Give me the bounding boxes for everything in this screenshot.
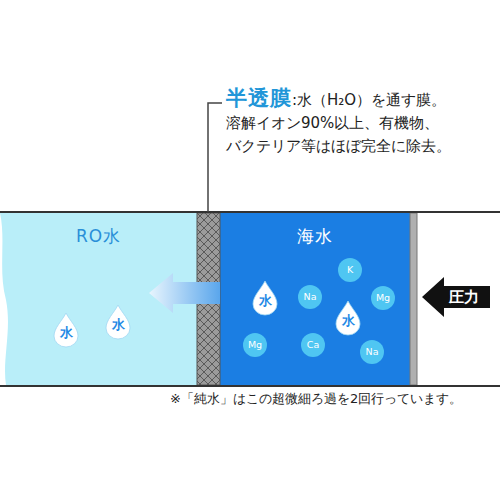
pipe-wall <box>0 385 500 387</box>
ion-circle: K <box>338 258 362 282</box>
ion-circle: Na <box>360 340 384 364</box>
ion-symbol: K <box>347 265 353 275</box>
ro-water-region: RO水水水 <box>0 213 197 385</box>
note-text: ※「純水」はこの超微細ろ過を2回行っています。 <box>170 390 462 408</box>
water-label: 水 <box>259 294 272 307</box>
water-label: 水 <box>112 318 125 331</box>
cut-edge <box>0 213 8 385</box>
piston-plate <box>410 213 417 385</box>
region-title: RO水 <box>76 225 121 248</box>
callout-text: :水（H₂O）を通す膜。 <box>292 91 446 110</box>
ion-symbol: Ca <box>307 340 319 350</box>
water-droplet: 水 <box>52 312 80 348</box>
label-row: 溶解イオン90%以上、有機物、 <box>226 114 439 133</box>
seawater-region: 海水水KNaMg水MgCaNa <box>220 213 410 385</box>
water-label: 水 <box>342 314 355 327</box>
leader-line <box>208 103 222 212</box>
ion-circle: Mg <box>371 286 395 310</box>
ion-circle: Ca <box>301 333 325 357</box>
region-fill <box>220 213 410 385</box>
label-row: バクテリア等はほぼ完全に除去。 <box>226 137 451 156</box>
region-title: 海水 <box>297 225 333 248</box>
callout-text: 溶解イオン90%以上、有機物、 <box>226 114 439 133</box>
water-droplet: 水 <box>104 304 132 340</box>
label-row: 半透膜:水（H₂O）を通す膜。 <box>226 84 446 112</box>
pipe-wall <box>0 211 500 213</box>
ion-circle: Mg <box>243 333 267 357</box>
callout-title: 半透膜 <box>226 84 292 112</box>
ion-symbol: Mg <box>376 293 390 303</box>
pressure-label: 圧力 <box>449 290 479 305</box>
flow-arrow <box>149 273 220 313</box>
pressure-arrow: 圧力 <box>422 277 490 317</box>
ion-circle: Na <box>298 285 322 309</box>
water-droplet: 水 <box>251 280 279 316</box>
water-label: 水 <box>60 326 73 339</box>
ion-symbol: Mg <box>248 340 262 350</box>
ion-symbol: Na <box>366 347 379 357</box>
ion-symbol: Na <box>304 292 317 302</box>
callout-text: バクテリア等はほぼ完全に除去。 <box>226 137 451 156</box>
water-droplet: 水 <box>334 300 362 336</box>
label-row: ※「純水」はこの超微細ろ過を2回行っています。 <box>170 390 462 408</box>
